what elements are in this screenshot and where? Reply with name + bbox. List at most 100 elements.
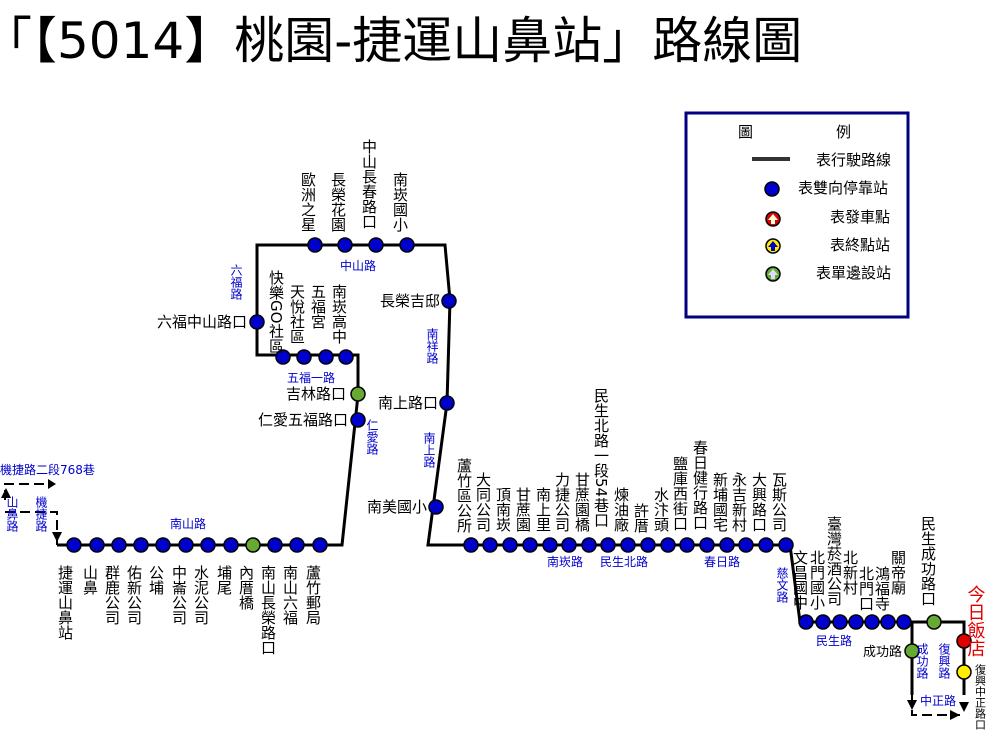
stop-yanku[interactable] xyxy=(679,537,695,553)
label-xinpu: 新埔國宅 xyxy=(711,472,729,532)
stop-wufugong-stop[interactable] xyxy=(275,349,291,365)
stop-zhongzhi[interactable] xyxy=(178,537,194,553)
stop-ganzheqiao[interactable] xyxy=(581,537,597,553)
label-nanshanglukou: 南上路口 xyxy=(378,394,438,412)
road-zhongshan: 中山路 xyxy=(340,258,376,273)
stop-jinri[interactable] xyxy=(956,633,972,649)
stop-nanshangli[interactable] xyxy=(542,537,558,553)
stop-beimenkou[interactable] xyxy=(864,614,880,630)
stop-neicuoqiao[interactable] xyxy=(245,537,261,553)
stop-changrongjidi[interactable] xyxy=(441,293,457,309)
stop-hongfu[interactable] xyxy=(880,614,896,630)
stop-nankanguoxiao[interactable] xyxy=(399,237,415,253)
stop-luzhuyouju[interactable] xyxy=(312,537,328,553)
label-lianyou: 煉油廠 xyxy=(612,487,630,533)
stop-fuxing-zhongzheng[interactable] xyxy=(956,664,972,680)
stop-dingnankan[interactable] xyxy=(502,537,518,553)
stop-qunlu[interactable] xyxy=(111,537,127,553)
label-luzhuyouju: 蘆竹郵局 xyxy=(304,565,322,626)
stop-nanshanliufu[interactable] xyxy=(289,537,305,553)
label-qunlu: 群鹿公司 xyxy=(103,565,121,625)
stop-beimen[interactable] xyxy=(815,614,831,630)
stop-shuini[interactable] xyxy=(200,537,216,553)
stop-gongpu[interactable] xyxy=(155,537,171,553)
label-beimen: 北門國小 xyxy=(808,550,826,611)
stop-guandi[interactable] xyxy=(896,614,912,630)
legend-header-left: 圖 xyxy=(738,123,753,141)
label-chunri: 春日健行路口 xyxy=(691,440,709,530)
stop-luzhudistrict[interactable] xyxy=(463,537,479,553)
stop-xinpu[interactable] xyxy=(719,537,735,553)
label-nankanguoxiao: 南崁國小 xyxy=(391,172,409,233)
road-zhongzheng: 中正路 xyxy=(920,693,956,708)
label-zhongzhi: 中崙公司 xyxy=(170,565,188,625)
label-changrong-garden: 長榮花園 xyxy=(329,172,347,232)
label-ningxing: 捷運山鼻站 xyxy=(56,565,74,640)
label-beimenkou: 北門口 xyxy=(857,566,875,611)
stop-chunri[interactable] xyxy=(699,537,715,553)
road-labels: 機捷路二段768巷 山鼻路 機捷路 南山路 仁愛路 南上路 南祥路 五福一路 六… xyxy=(0,258,956,708)
stop-beigongsi[interactable] xyxy=(848,614,864,630)
stop-yongji[interactable] xyxy=(738,537,754,553)
road-jieyun: 機捷路二段768巷 xyxy=(0,462,95,477)
label-chenggonglu: 成功路 xyxy=(863,644,902,660)
road-nanshan: 南山路 xyxy=(170,516,206,531)
road-fuxing: 復興路 xyxy=(937,642,951,680)
stop-ouzhou[interactable] xyxy=(307,237,323,253)
stop-nanmeiguoxiao[interactable] xyxy=(428,499,444,515)
stop-zhongshanchangchun[interactable] xyxy=(368,237,384,253)
stop-wasi[interactable] xyxy=(778,537,794,553)
label-daxing: 大興路口 xyxy=(750,472,768,532)
legend-item-oneway: 表單邊設站 xyxy=(816,264,891,282)
stops xyxy=(66,237,972,680)
label-ouzhou: 歐洲之星 xyxy=(299,172,317,232)
stop-nanshanglukou[interactable] xyxy=(439,395,455,411)
stop-xucuo[interactable] xyxy=(640,537,656,553)
stop-nanshanchangrong[interactable] xyxy=(267,537,283,553)
stop-youxin[interactable] xyxy=(133,537,149,553)
stop-shuiwei[interactable] xyxy=(660,537,676,553)
stop-jilinlukou[interactable] xyxy=(350,386,366,402)
road-wufu: 五福一路 xyxy=(287,370,335,385)
stop-kuaile-stop[interactable] xyxy=(338,349,354,365)
stop-taiwan[interactable] xyxy=(832,614,848,630)
stop-minsheng-chenggong[interactable] xyxy=(926,614,942,630)
road-chenggong: 成功路 xyxy=(915,643,929,680)
road-renai: 仁愛路 xyxy=(365,419,379,456)
label-taiwan: 臺灣菸酒公司 xyxy=(825,516,843,606)
label-xucuo: 許厝 xyxy=(632,503,650,533)
stop-puwei[interactable] xyxy=(223,537,239,553)
stop-ningxing[interactable] xyxy=(66,537,82,553)
map-title: 「【5014】桃園-捷運山鼻站」路線圖 xyxy=(0,12,802,70)
stop-lijie[interactable] xyxy=(561,537,577,553)
road-nanxiang: 南祥路 xyxy=(425,327,439,365)
stop-liufuzhongshan[interactable] xyxy=(249,314,265,330)
stop-wenchang[interactable] xyxy=(798,614,814,630)
stop-tianyue-stop[interactable] xyxy=(296,349,312,365)
stop-ganzhe[interactable] xyxy=(522,537,538,553)
legend-item-end: 表終點站 xyxy=(830,236,890,254)
legend-item-start: 表發車點 xyxy=(830,208,890,226)
label-guandi: 關帝廟 xyxy=(889,550,907,596)
stop-renaiwufu[interactable] xyxy=(350,412,366,428)
legend-item-line: 表行駛路線 xyxy=(816,151,891,169)
label-luzhudistrict: 蘆竹區公所 xyxy=(455,458,473,533)
label-dingnankan: 頂南崁 xyxy=(494,487,512,532)
stop-datong[interactable] xyxy=(482,537,498,553)
stop-lianyou[interactable] xyxy=(620,537,636,553)
label-nanshanchangrong: 南山長榮路口 xyxy=(259,565,277,655)
stop-chenggonglu[interactable] xyxy=(904,643,920,659)
stop-shanbi[interactable] xyxy=(89,537,105,553)
label-lijie: 力捷公司 xyxy=(553,472,571,532)
label-jilinlukou: 吉林路口 xyxy=(286,385,346,403)
stop-daxing[interactable] xyxy=(758,537,774,553)
label-tianyue: 天悅社區 xyxy=(288,284,306,344)
stop-minsheng54[interactable] xyxy=(600,537,616,553)
road-shanbi: 山鼻路 xyxy=(5,496,19,533)
stop-changrong-garden[interactable] xyxy=(337,237,353,253)
label-gongpu: 公埔 xyxy=(147,565,165,595)
stop-nankangaozhong-stop[interactable] xyxy=(318,349,334,365)
label-fuxing-zhongzheng: 復興中正路口 xyxy=(974,664,987,730)
label-hongfu: 鴻福寺 xyxy=(873,566,891,611)
